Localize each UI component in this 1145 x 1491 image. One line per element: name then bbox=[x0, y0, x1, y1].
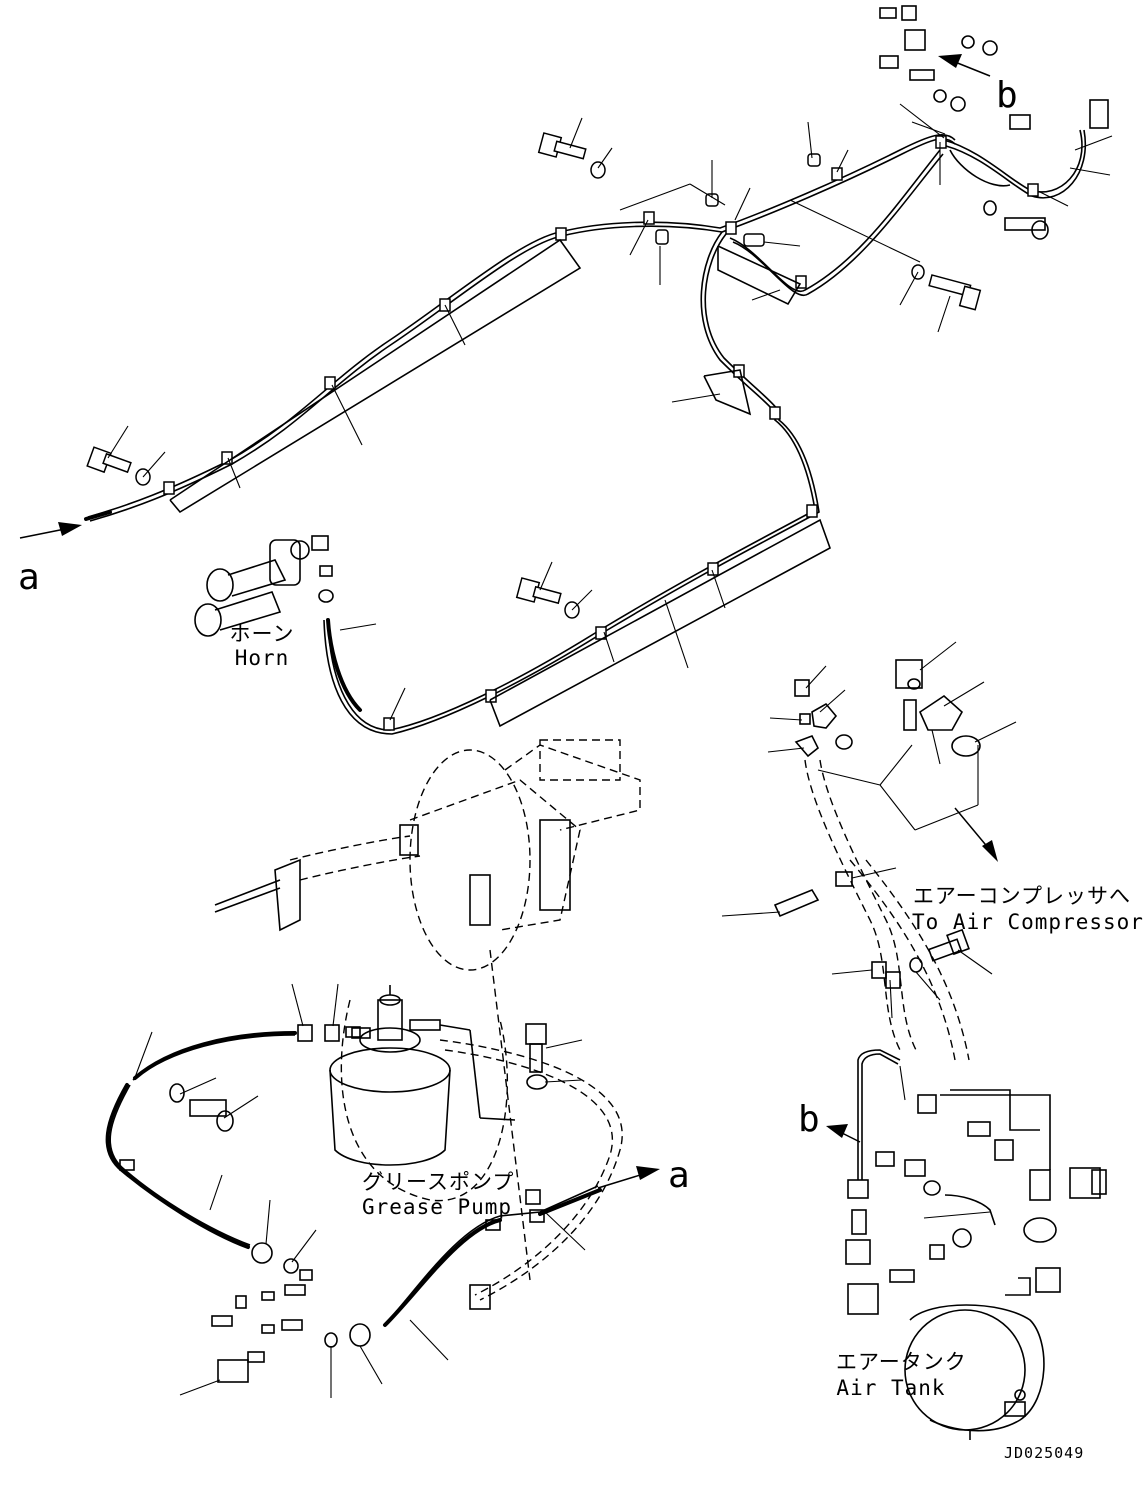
drawing-number: JD025049 bbox=[1004, 1444, 1085, 1462]
callout-a-left: a bbox=[18, 557, 40, 598]
grease-bolt bbox=[525, 1023, 548, 1090]
air-tank bbox=[904, 1304, 1045, 1440]
grease-pump-label-en: Grease Pump bbox=[362, 1195, 513, 1219]
air-tank-piping bbox=[845, 1049, 1107, 1315]
compressor-label-en: To Air Compressor bbox=[912, 910, 1144, 934]
compressor-label-jp: エアーコンプレッサへ bbox=[912, 884, 1132, 908]
bolt-left bbox=[86, 446, 151, 486]
fittings-top bbox=[655, 153, 821, 247]
main-air-line-end bbox=[84, 510, 112, 521]
arrow-a-right bbox=[597, 1166, 660, 1189]
leader-lines-compressor bbox=[721, 641, 1017, 1019]
callout-b-top: b bbox=[996, 75, 1018, 116]
leader-lines-grease bbox=[133, 983, 586, 1398]
horn-label-en: Horn bbox=[234, 646, 290, 670]
compressor-clamps bbox=[773, 871, 970, 989]
horn-tube bbox=[326, 618, 362, 712]
horn-assembly bbox=[194, 535, 334, 637]
bolt-top-2 bbox=[911, 264, 982, 311]
bolt-mid bbox=[515, 577, 580, 619]
grease-pump bbox=[329, 985, 516, 1166]
callout-a-right: a bbox=[668, 1155, 690, 1196]
compressor-fittings bbox=[794, 659, 981, 758]
arrow-a-left bbox=[19, 522, 82, 539]
compressor-hoses bbox=[804, 759, 970, 1061]
grease-tube-lower-outline bbox=[109, 1034, 599, 1323]
air-tank-label-en: Air Tank bbox=[836, 1376, 946, 1400]
grease-fittings bbox=[119, 1024, 545, 1383]
arrow-b-left bbox=[826, 1124, 861, 1143]
line-covers bbox=[169, 238, 831, 728]
fittings-top-right bbox=[879, 5, 1109, 240]
leader-lines-top bbox=[107, 103, 1113, 721]
bolt-top-1 bbox=[537, 132, 606, 179]
leader-lines-tank bbox=[877, 1065, 991, 1300]
arrow-b-top bbox=[938, 54, 991, 77]
grease-pump-label-jp: グリースポンプ bbox=[362, 1170, 515, 1194]
air-tank-label-jp: エアータンク bbox=[836, 1350, 967, 1374]
arrow-compressor bbox=[954, 807, 998, 862]
machine-housing-dashed bbox=[289, 739, 641, 1301]
grease-tube-left bbox=[105, 1031, 297, 1249]
bracket-plate bbox=[214, 819, 571, 932]
callout-b-left: b bbox=[798, 1099, 820, 1140]
horn-label-jp: ホーン bbox=[229, 622, 295, 646]
